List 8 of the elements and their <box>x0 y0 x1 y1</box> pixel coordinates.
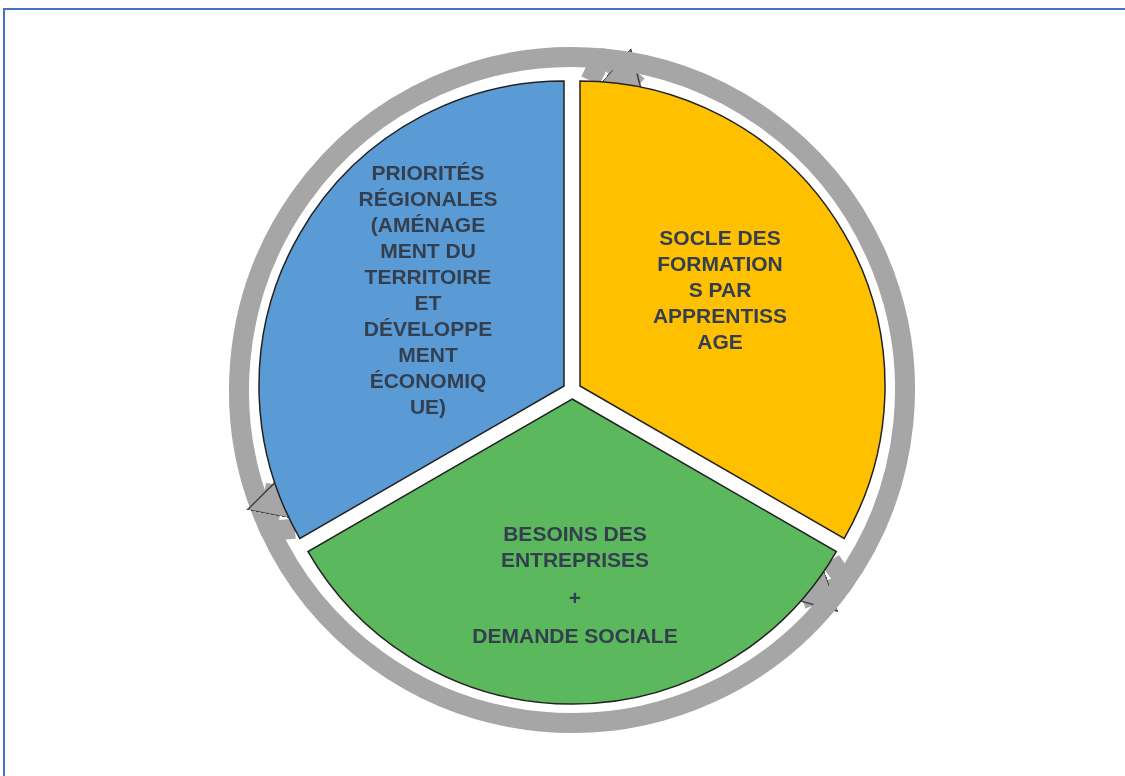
sector-label: DEMANDE SOCIALE <box>471 623 679 649</box>
cycle-arrow <box>581 48 915 612</box>
sector-label: BESOINS DES ENTREPRISES <box>499 521 651 573</box>
cycle-arrow <box>229 47 645 541</box>
sector-label: + <box>567 585 583 611</box>
cycle-arrow <box>246 480 855 733</box>
sector-label: SOCLE DES FORMATION S PAR APPRENTISS AGE <box>651 225 789 355</box>
sector-label: PRIORITÉS RÉGIONALES (AMÉNAGE MENT DU TERRITOIRE ET DÉVELOPPE MENT ÉCONOMIQ UE) <box>358 160 498 420</box>
